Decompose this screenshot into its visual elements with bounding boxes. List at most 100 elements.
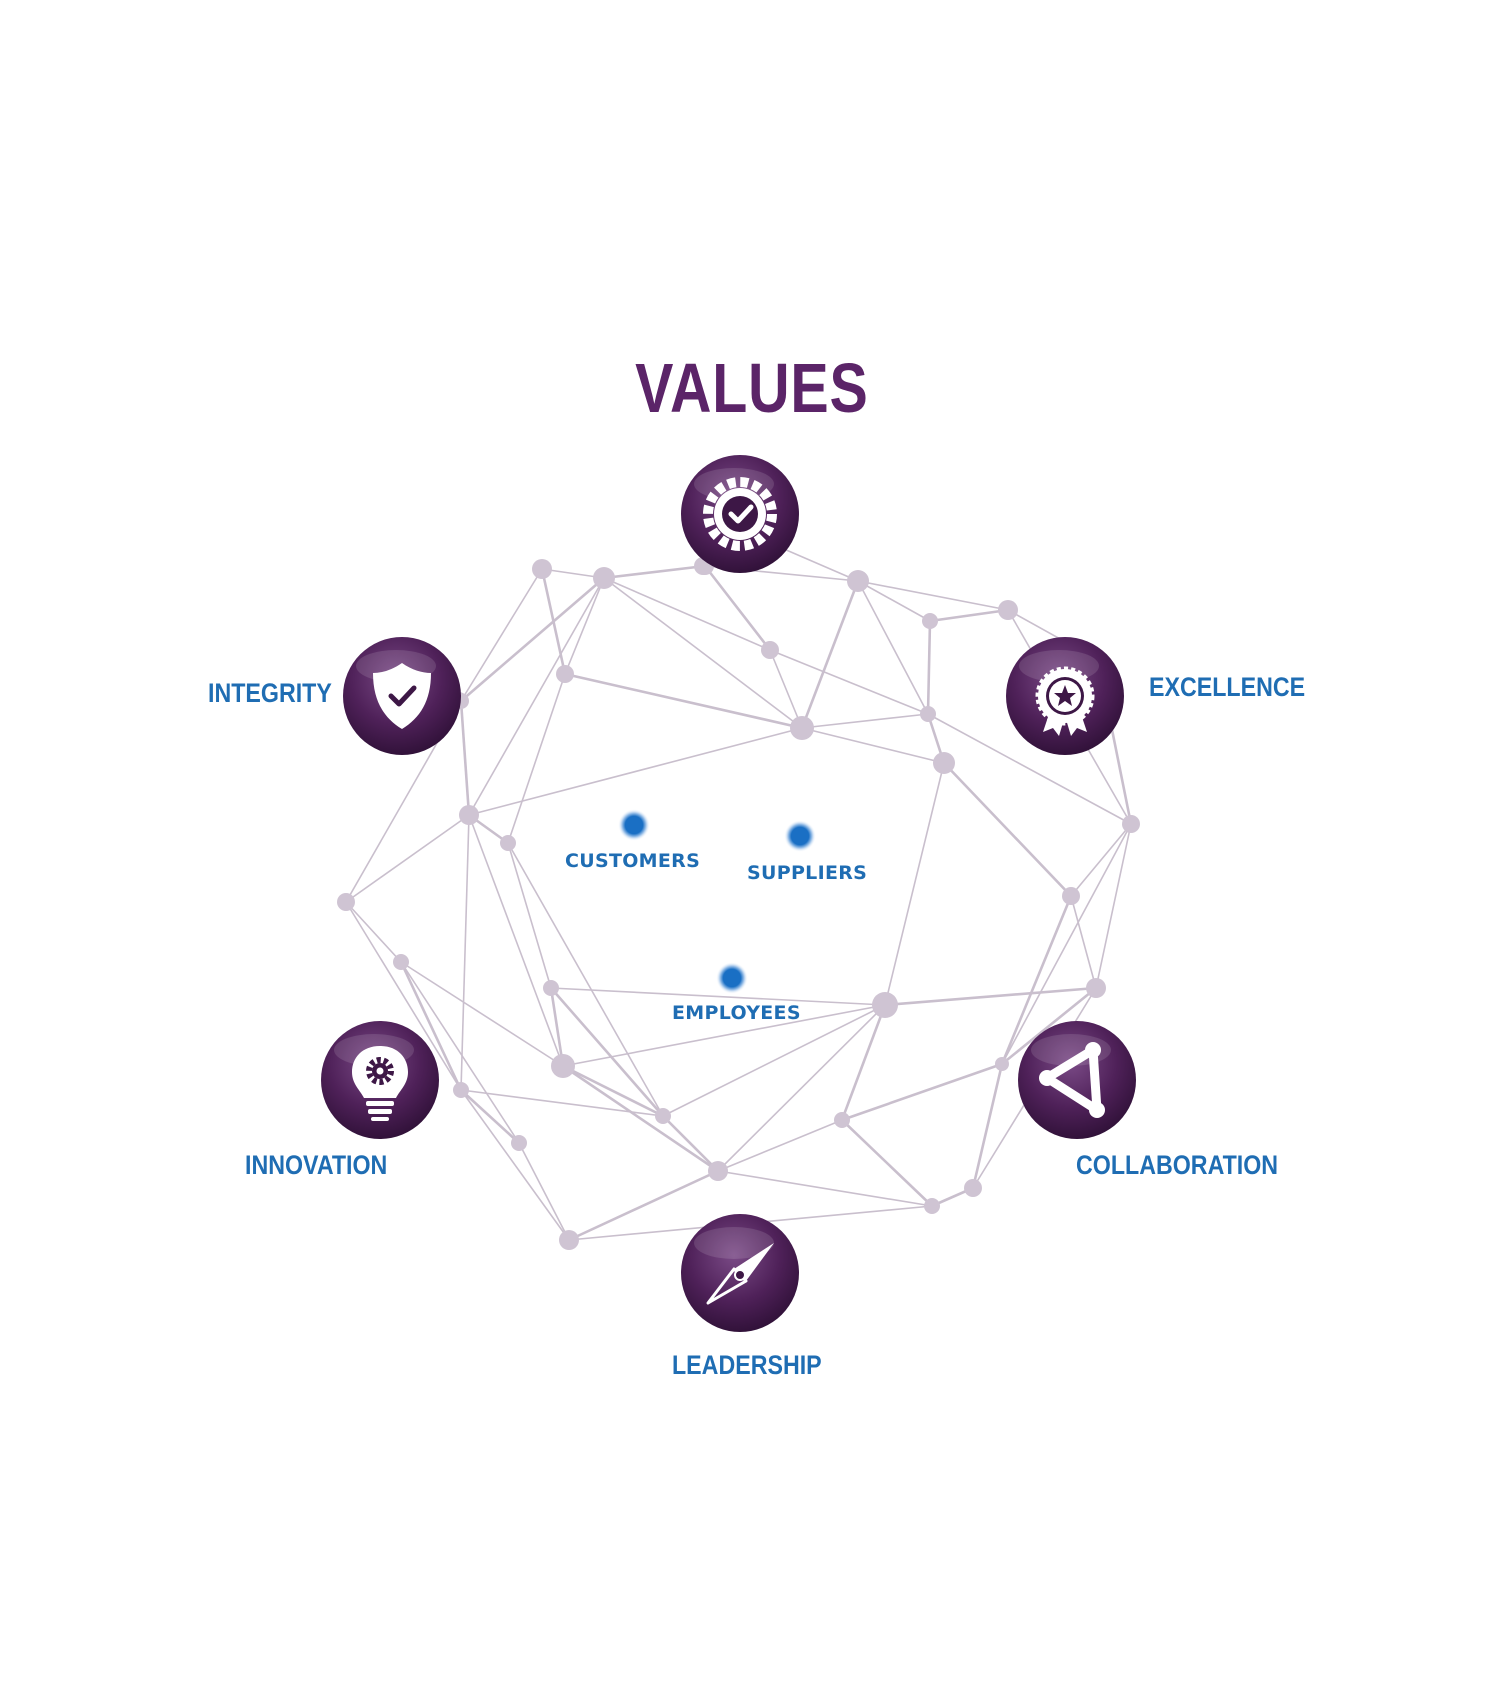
network-dot bbox=[393, 954, 409, 970]
network-dot bbox=[920, 706, 936, 722]
network-edge bbox=[603, 564, 706, 580]
network-dot bbox=[551, 1054, 575, 1078]
network-edge bbox=[568, 1169, 719, 1242]
stakeholder-label-customers: CUSTOMERS bbox=[565, 850, 701, 872]
network-edge bbox=[507, 842, 552, 989]
network-dot bbox=[559, 1230, 579, 1250]
network-edge bbox=[857, 580, 1009, 611]
network-dot bbox=[593, 567, 615, 589]
network-edge bbox=[662, 1115, 719, 1172]
network-edge bbox=[459, 700, 471, 816]
employees-dot bbox=[716, 962, 748, 994]
network-edge bbox=[717, 1004, 886, 1172]
network-edge bbox=[562, 1004, 886, 1067]
network-edge bbox=[800, 580, 860, 729]
customers-dot bbox=[618, 809, 650, 841]
network-edge bbox=[662, 1004, 886, 1117]
network-edge bbox=[460, 568, 543, 702]
value-label-innovation: INNOVATION bbox=[245, 1150, 388, 1180]
network-dot bbox=[500, 835, 516, 851]
network-dot bbox=[872, 992, 898, 1018]
value-node-collaboration bbox=[1018, 1021, 1136, 1139]
network-edge bbox=[1000, 895, 1073, 1065]
network-dot bbox=[511, 1135, 527, 1151]
network-edge bbox=[717, 1119, 843, 1172]
value-node-leadership bbox=[681, 1214, 799, 1332]
gear-check-icon bbox=[703, 477, 777, 551]
network-dot bbox=[543, 980, 559, 996]
network-edge bbox=[345, 814, 470, 903]
network-edge bbox=[460, 1089, 664, 1117]
network-dot bbox=[995, 1057, 1009, 1071]
network-edge bbox=[399, 961, 463, 1091]
network-dot bbox=[922, 613, 938, 629]
network-edge bbox=[717, 1170, 933, 1207]
value-label-excellence: EXCELLENCE bbox=[1149, 672, 1306, 702]
network-edge bbox=[460, 577, 605, 702]
network-dot bbox=[708, 1161, 728, 1181]
network-edge bbox=[460, 814, 470, 1091]
network-dot bbox=[1122, 815, 1140, 833]
network-edge bbox=[769, 649, 803, 729]
network-dot bbox=[834, 1112, 850, 1128]
network-dot bbox=[556, 665, 574, 683]
network-dot bbox=[1062, 887, 1080, 905]
network-edge bbox=[840, 1004, 887, 1121]
network-dot bbox=[998, 600, 1018, 620]
network-edge bbox=[703, 565, 772, 651]
network-dot bbox=[933, 752, 955, 774]
network-edge bbox=[564, 672, 803, 730]
network-edge bbox=[562, 1064, 719, 1173]
network-edge bbox=[468, 727, 803, 816]
value-label-collaboration: COLLABORATION bbox=[1076, 1150, 1279, 1180]
network-edge bbox=[468, 577, 605, 816]
network-edge bbox=[841, 1062, 1003, 1122]
network-edge bbox=[943, 762, 1072, 897]
lightbulb-gear-icon bbox=[352, 1046, 408, 1121]
network-edge bbox=[507, 842, 664, 1117]
network-edge bbox=[769, 649, 929, 715]
suppliers-dot bbox=[784, 820, 816, 852]
network-dot bbox=[337, 893, 355, 911]
network-edge bbox=[345, 901, 402, 963]
network-edge bbox=[926, 620, 932, 715]
network-edge bbox=[884, 986, 1097, 1007]
network-edge bbox=[801, 727, 945, 764]
network-dot bbox=[964, 1179, 982, 1197]
network-edge bbox=[507, 673, 566, 844]
value-label-leadership: LEADERSHIP bbox=[672, 1350, 822, 1380]
network-dot bbox=[790, 716, 814, 740]
network-dot bbox=[532, 559, 552, 579]
network-dot bbox=[453, 1082, 469, 1098]
network-dot bbox=[924, 1198, 940, 1214]
network-edge bbox=[603, 577, 803, 729]
shield-check-icon bbox=[373, 663, 431, 729]
network-edge bbox=[562, 1064, 664, 1118]
network-edges bbox=[345, 529, 1133, 1242]
network-edge bbox=[929, 608, 1009, 623]
network-edge bbox=[460, 1089, 570, 1241]
network-edge bbox=[564, 577, 605, 675]
network-edge bbox=[857, 580, 931, 622]
network-edge bbox=[927, 713, 1132, 825]
network-dot bbox=[761, 641, 779, 659]
network-edge bbox=[857, 580, 929, 715]
page-title: VALUES bbox=[635, 349, 869, 427]
network-edge bbox=[1070, 895, 1097, 989]
network-dot bbox=[459, 805, 479, 825]
award-ribbon-icon bbox=[1035, 666, 1095, 736]
network-edge bbox=[518, 1142, 570, 1241]
value-node-top bbox=[681, 455, 799, 573]
network-edge bbox=[460, 1089, 520, 1144]
network-edge bbox=[603, 577, 771, 651]
compass-icon bbox=[706, 1243, 774, 1305]
network-edge bbox=[400, 961, 520, 1144]
value-node-excellence bbox=[1006, 637, 1124, 755]
network-edge bbox=[468, 814, 564, 1067]
network-edge bbox=[549, 987, 565, 1067]
network-dot bbox=[655, 1108, 671, 1124]
triangle-network-icon bbox=[1039, 1042, 1105, 1118]
network-edge bbox=[550, 987, 664, 1117]
network-edge bbox=[801, 713, 929, 729]
